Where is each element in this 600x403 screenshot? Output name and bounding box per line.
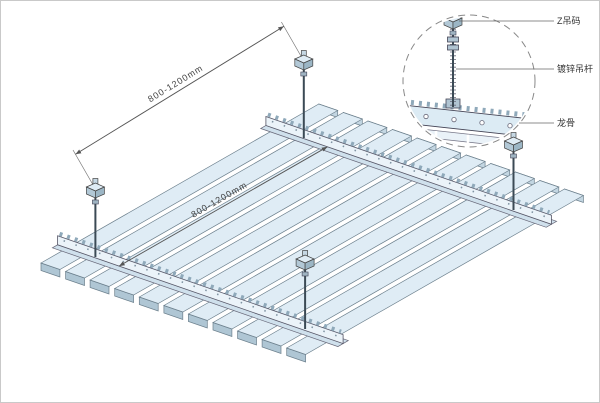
hanger-2 bbox=[504, 132, 523, 210]
hanger-1 bbox=[294, 50, 314, 138]
rod-nut bbox=[447, 36, 459, 43]
hanger-bracket bbox=[294, 50, 314, 77]
label-carrier-keel: 龙骨 bbox=[557, 117, 575, 128]
hanger-bracket bbox=[86, 178, 105, 205]
label-galvanized-rod: 镀锌吊杆 bbox=[557, 63, 593, 74]
detail-callout: Z吊码 镀锌吊杆 龙骨 bbox=[402, 14, 593, 148]
rod-nut bbox=[447, 44, 459, 51]
hanger-3 bbox=[86, 178, 105, 257]
detail-threaded-rod bbox=[445, 25, 461, 109]
hanger-bracket bbox=[504, 132, 523, 159]
dimension-label: 800-1200mm bbox=[146, 63, 205, 105]
hanger-4 bbox=[295, 250, 315, 329]
label-z-hanger-clip: Z吊码 bbox=[557, 16, 581, 26]
